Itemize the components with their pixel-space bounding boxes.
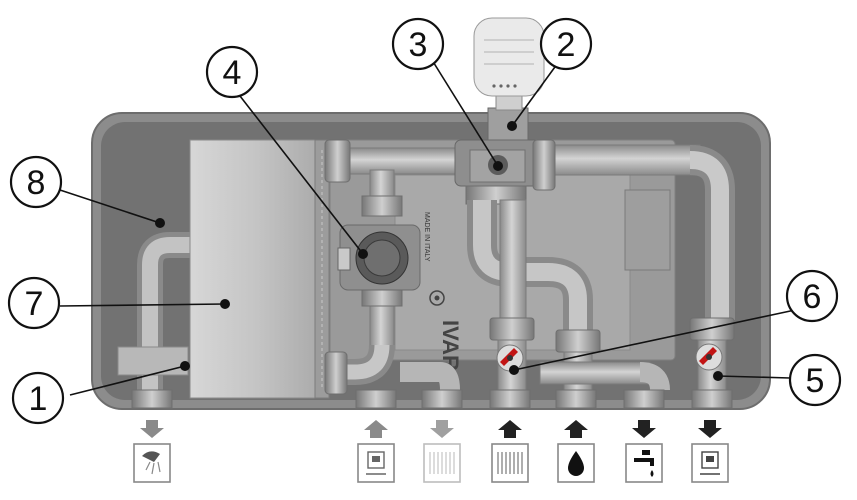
leader-7: [59, 303, 226, 307]
leader-1: [69, 365, 186, 396]
leader-2: [511, 59, 561, 127]
ball-valve-right: [695, 343, 723, 371]
leader-lines: [59, 59, 796, 396]
radiator-icon-dark: [491, 443, 529, 483]
arrow-down-shower: [140, 420, 164, 438]
callout-8-label: 8: [27, 164, 46, 202]
callout-2: 2: [539, 17, 593, 71]
callout-6: 6: [785, 269, 839, 323]
callout-5: 5: [788, 353, 842, 407]
left-bypass-pipe: [117, 232, 200, 390]
water-drop-icon: [557, 443, 595, 483]
thermostatic-valve: [337, 224, 421, 291]
valve-body-label: MADE IN ITALY: [423, 212, 430, 262]
bottom-connectors: [131, 389, 733, 409]
callout-1-label: 1: [29, 380, 48, 418]
tap-icon: [625, 443, 663, 483]
callout-1: 1: [11, 371, 65, 425]
leader-3: [431, 59, 499, 167]
lower-fittings: [400, 317, 735, 391]
arrow-down-apartment-supply: [698, 420, 722, 438]
arrow-up-apartment-return: [364, 420, 388, 438]
left-vertical-pipe: [324, 169, 403, 395]
top-supply-pipe: [324, 139, 735, 320]
arrow-up-radiator-return: [498, 420, 522, 438]
shower-icon: [133, 443, 171, 483]
apartment-meter-icon: [357, 443, 395, 483]
callout-5-label: 5: [806, 362, 825, 400]
leader-6: [513, 309, 796, 371]
callout-2-label: 2: [557, 26, 576, 64]
callout-7-label: 7: [25, 285, 44, 323]
callout-7: 7: [7, 276, 61, 330]
leader-dots: [155, 121, 723, 381]
flow-arrows: [140, 420, 722, 438]
leader-4: [239, 95, 364, 255]
arrow-up-cold-water: [564, 420, 588, 438]
leader-5: [717, 375, 791, 379]
callout-4: 4: [205, 45, 259, 99]
callout-6-label: 6: [803, 278, 822, 316]
radiator-icon: [423, 443, 461, 483]
plate-heat-exchanger: [189, 139, 330, 399]
thermostatic-head: [473, 17, 545, 141]
leader-8: [59, 189, 161, 224]
callout-4-label: 4: [223, 54, 242, 92]
callout-3-label: 3: [409, 26, 428, 64]
arrow-down-radiator-supply: [430, 420, 454, 438]
apartment-meter-icon-2: [691, 443, 729, 483]
arrow-down-tap: [632, 420, 656, 438]
callout-3: 3: [391, 17, 445, 71]
callout-8: 8: [9, 155, 63, 209]
s-return-pipe: [467, 199, 593, 340]
